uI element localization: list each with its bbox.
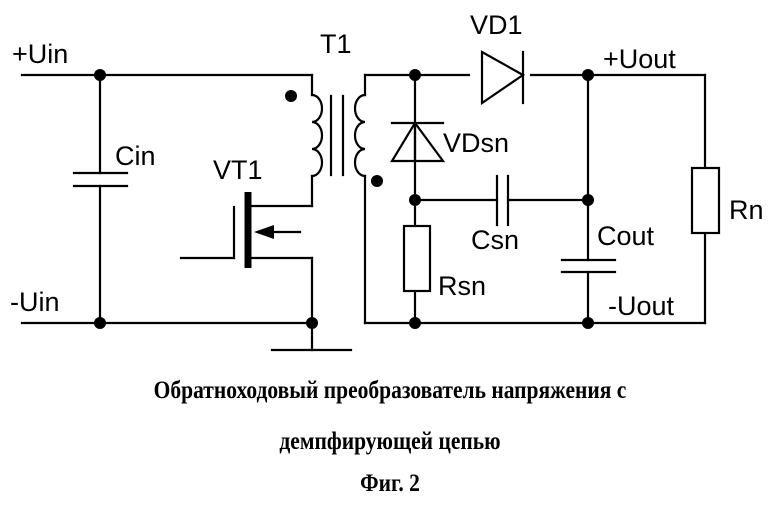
junction-node (582, 69, 594, 81)
snubber-capacitor-label: Csn (471, 225, 519, 255)
snubber-resistor-symbol (402, 224, 432, 293)
figure-caption-line1: Обратноходовый преобразователь напряжени… (153, 377, 627, 404)
output-capacitor-label: Cout (597, 221, 655, 251)
mosfet-symbol (179, 192, 314, 325)
input-capacitor-label: Cin (115, 141, 156, 171)
flyback-schematic: +Uin -Uin Cin VT1 T1 VD1 VDsn Csn Rsn Co… (10, 10, 764, 352)
junction-node (409, 317, 421, 329)
primary-polarity-dot (285, 90, 297, 102)
transformer-label: T1 (320, 29, 352, 59)
output-diode-symbol (470, 50, 530, 106)
transformer-primary-winding (250, 73, 324, 208)
junction-node (409, 69, 421, 81)
output-diode-label: VD1 (470, 10, 523, 40)
figure-number: Фиг. 2 (360, 470, 420, 497)
input-capacitor-symbol (72, 73, 129, 325)
transistor-label: VT1 (213, 155, 263, 185)
junction-node (582, 317, 594, 329)
input-positive-label: +Uin (12, 39, 68, 69)
snubber-resistor-label: Rsn (438, 271, 486, 301)
output-negative-label: -Uout (608, 291, 675, 321)
transformer-secondary-winding (353, 73, 367, 325)
junction-node (94, 69, 106, 81)
load-resistor-symbol (690, 166, 721, 235)
input-negative-label: -Uin (10, 287, 60, 317)
output-capacitor-symbol (560, 73, 617, 325)
snubber-diode-label: VDsn (443, 128, 509, 158)
load-resistor-label: Rn (729, 195, 764, 225)
figure-caption-line2: демпфирующей цепью (279, 428, 501, 455)
snubber-capacitor-symbol (413, 174, 590, 227)
output-positive-label: +Uout (603, 44, 676, 74)
junction-node (94, 317, 106, 329)
junction-node (582, 194, 594, 206)
secondary-polarity-dot (371, 175, 383, 187)
